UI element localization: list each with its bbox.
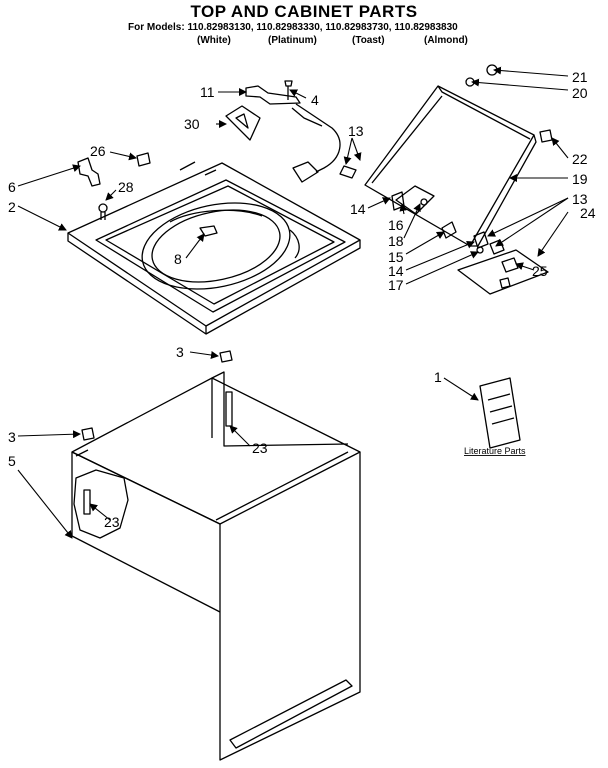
cabinet-part-5 bbox=[71, 371, 361, 761]
color-toast: (Toast) bbox=[352, 35, 385, 46]
callout-14-upper: 14 bbox=[350, 201, 366, 217]
callout-21: 21 bbox=[572, 69, 588, 85]
callout-13-top: 13 bbox=[348, 123, 364, 139]
diagram-title: TOP AND CABINET PARTS bbox=[190, 2, 418, 21]
tub-cover-part-8 bbox=[199, 225, 218, 237]
leader-lines bbox=[17, 66, 569, 539]
callout-11: 11 bbox=[200, 84, 215, 100]
callout-17: 17 bbox=[388, 277, 404, 293]
callout-24: 24 bbox=[580, 205, 596, 221]
callout-2: 2 bbox=[8, 199, 16, 215]
callout-16: 16 bbox=[388, 217, 404, 233]
callout-23-upper: 23 bbox=[252, 440, 268, 456]
callout-8: 8 bbox=[174, 251, 182, 267]
screw-part-4 bbox=[284, 80, 293, 100]
color-white: (White) bbox=[197, 35, 231, 46]
callout-23-lower: 23 bbox=[104, 514, 120, 530]
bracket-part-11 bbox=[245, 85, 301, 105]
hinge-part-26 bbox=[136, 152, 151, 167]
lid-hardware bbox=[391, 64, 553, 255]
callout-28: 28 bbox=[118, 179, 134, 195]
callout-25: 25 bbox=[532, 263, 548, 279]
callout-13-right: 13 bbox=[572, 191, 588, 207]
callout-19: 19 bbox=[572, 171, 588, 187]
door-stop-part-30 bbox=[225, 105, 261, 141]
callout-5: 5 bbox=[8, 453, 16, 469]
cutaway-panel bbox=[73, 469, 129, 539]
callout-14-lower: 14 bbox=[388, 263, 404, 279]
callout-15: 15 bbox=[388, 249, 404, 265]
callout-labels: 6 2 26 28 11 4 30 8 13 21 20 22 19 13 24… bbox=[8, 69, 596, 530]
callout-1: 1 bbox=[434, 369, 442, 385]
screw-part-23 bbox=[83, 391, 233, 515]
callout-3-upper: 3 bbox=[176, 344, 184, 360]
clip-part-6 bbox=[77, 157, 101, 187]
callout-6: 6 bbox=[8, 179, 16, 195]
lid-part-19 bbox=[364, 85, 537, 247]
literature-parts-label: Literature Parts bbox=[464, 446, 526, 456]
callout-18: 18 bbox=[388, 233, 404, 249]
callout-20: 20 bbox=[572, 85, 588, 101]
callout-22: 22 bbox=[572, 151, 588, 167]
wire-harness-part bbox=[291, 103, 341, 183]
callout-30: 30 bbox=[184, 116, 200, 132]
washer-top-part bbox=[67, 161, 361, 335]
color-almond: (Almond) bbox=[424, 35, 468, 46]
switch-part-13 bbox=[339, 165, 357, 179]
color-platinum: (Platinum) bbox=[268, 35, 317, 46]
screw-part-28 bbox=[98, 203, 108, 220]
clip-part-3 bbox=[81, 350, 233, 441]
model-list: For Models: 110.82983130, 110.82983330, … bbox=[128, 22, 458, 33]
callout-3-lower: 3 bbox=[8, 429, 16, 445]
callout-26: 26 bbox=[90, 143, 106, 159]
literature-booklet bbox=[479, 377, 521, 449]
callout-4: 4 bbox=[311, 92, 319, 108]
